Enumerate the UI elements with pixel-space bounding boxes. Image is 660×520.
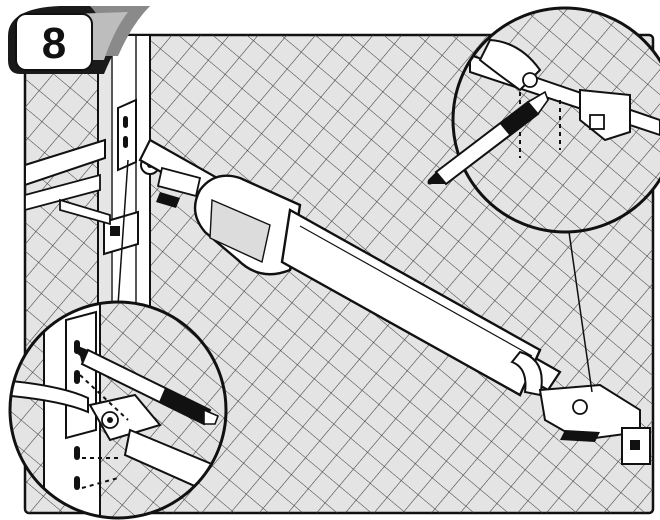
callout-leaders: [117, 159, 593, 393]
marker-pen-icon: [76, 346, 220, 426]
step-number: 8: [42, 19, 66, 68]
front-mount-bracket: [538, 383, 651, 465]
gate-bracket-clamp: [59, 198, 139, 256]
gate-rail: [24, 138, 106, 212]
magnifier-callout-front: [8, 300, 228, 520]
marker-pen-icon: [427, 90, 549, 186]
step-badge: 8: [8, 6, 150, 74]
gate-opener-arm: [138, 138, 562, 397]
magnifier-callout-rear: [451, 6, 660, 234]
